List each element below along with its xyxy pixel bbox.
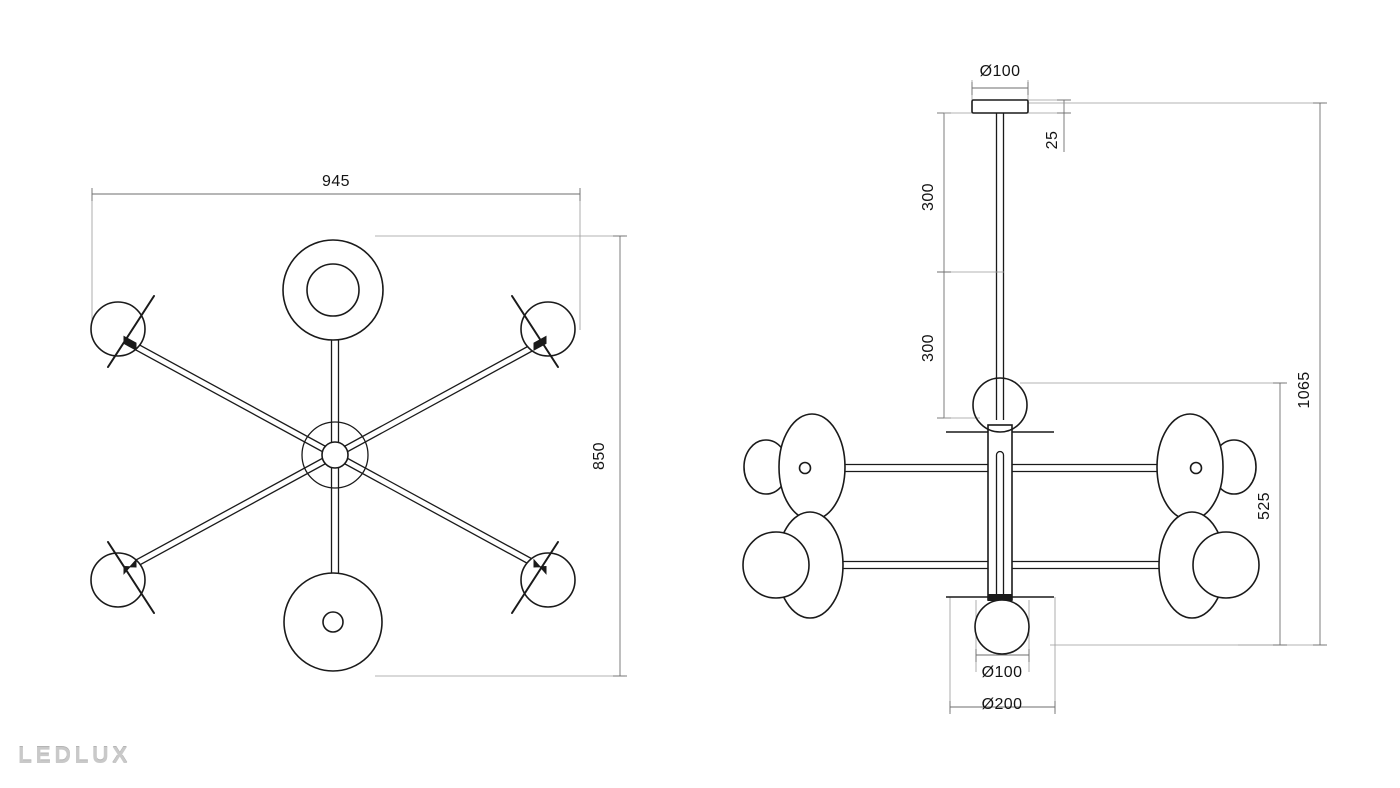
plan-disc-bottom <box>283 572 383 672</box>
dimension-label-canopy-thickness: 25 <box>1044 131 1061 150</box>
dimension-label-disc-diameter: Ø200 <box>982 696 1023 713</box>
elevation-globe-top <box>972 377 1028 433</box>
dimension-plan-width <box>91 188 581 330</box>
plan-globe-nw <box>90 295 155 368</box>
dimension-label-rod-upper: 300 <box>920 183 937 211</box>
dimension-total-height <box>1028 102 1327 646</box>
dimension-label-total-height: 1065 <box>1296 371 1313 408</box>
dimension-canopy-diameter <box>971 80 1029 100</box>
dimension-rod-upper <box>937 112 998 273</box>
plan-globe-sw <box>90 541 155 614</box>
plan-disc-top <box>282 239 384 341</box>
dimension-label-plan-width: 945 <box>322 173 350 190</box>
dimension-disc-diameter <box>949 597 1056 714</box>
plan-arm-nw <box>123 335 336 460</box>
dimension-canopy-thickness <box>1028 99 1071 152</box>
elevation-view-group <box>742 80 1327 714</box>
plan-view-group <box>90 188 627 677</box>
elevation-canopy <box>971 99 1029 114</box>
elevation-fixture-lower-left <box>742 511 844 619</box>
elevation-fixture-upper-left <box>743 413 846 521</box>
plan-arm-ne <box>334 335 547 460</box>
plan-center-hub <box>301 421 369 489</box>
plan-arm-tips <box>123 335 547 575</box>
dimension-label-canopy-diameter: Ø100 <box>980 63 1021 80</box>
plan-arm-sw <box>123 450 336 575</box>
dimension-label-globe-diameter: Ø100 <box>982 664 1023 681</box>
elevation-center-body <box>987 424 1013 601</box>
dimension-label-plan-height: 850 <box>591 442 608 470</box>
dimension-label-body-height: 525 <box>1256 492 1273 520</box>
elevation-suspension-rod <box>995 113 1005 420</box>
dimension-plan-height <box>375 235 627 677</box>
elevation-fixture-upper-right <box>1156 413 1257 521</box>
elevation-globe-bottom <box>974 599 1030 655</box>
dimension-body-height <box>1020 382 1287 646</box>
dimension-rod-lower <box>937 271 980 419</box>
plan-arm-se <box>334 450 547 575</box>
dimension-label-rod-lower: 300 <box>920 334 937 362</box>
brand-logo: LEDLUX <box>18 742 131 768</box>
elevation-fixture-lower-right <box>1158 511 1260 619</box>
